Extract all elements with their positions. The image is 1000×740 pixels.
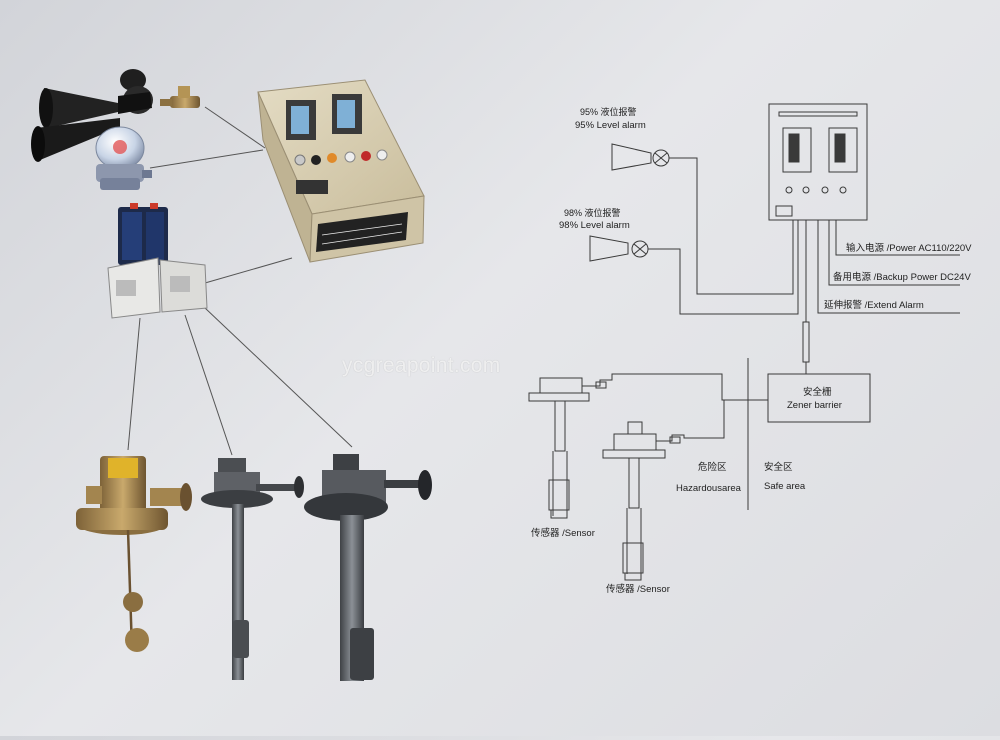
alarm-98-en-label: 98% Level alarm [559,220,630,231]
safe-area-en-label: Safe area [764,481,806,492]
sensor-2-label: 传感器 /Sensor [606,584,670,595]
safe-area-cn-label: 安全区 [764,462,793,473]
zener-barrier-en-label: Zener barrier [787,400,842,411]
alarm-95-en-label: 95% Level alarm [575,120,646,131]
large-steel-sensor-photo [304,454,432,681]
alarm-98-cn-label: 98% 液位报警 [564,208,621,218]
hazardous-area-en-label: Hazardousarea [676,483,741,494]
extend-alarm-label: 延伸报警 /Extend Alarm [824,300,924,311]
horn-95-icon [611,143,670,171]
relay-module-icon [118,203,168,265]
hazardous-area-cn-label: 危险区 [698,462,727,473]
isolator-module-icon [107,257,208,319]
schematic [528,103,960,581]
sensor-2-symbol [602,400,725,581]
control-cabinet-photo [257,79,425,263]
backup-power-label: 备用电源 /Backup Power DC24V [833,272,971,283]
sensor-1-symbol [528,373,724,519]
steel-float-sensor-photo [201,458,304,680]
sensor-1-label: 传感器 /Sensor [531,528,595,539]
controller-box [768,103,868,221]
zener-barrier-cn-label: 安全栅 [803,387,832,398]
power-input-label: 输入电源 /Power AC110/220V [846,243,972,254]
horn-98-icon [589,235,649,262]
alarm-beacon-icon [95,126,152,190]
solenoid-valve-icon [160,86,200,108]
connector-lines-photo [127,106,353,456]
alarm-95-cn-label: 95% 液位报警 [580,107,637,117]
horn-icon [31,69,153,162]
brass-float-sensor-photo [76,456,192,652]
zener-barrier-box [767,373,871,423]
watermark: ycgreapoint.com [342,354,501,377]
